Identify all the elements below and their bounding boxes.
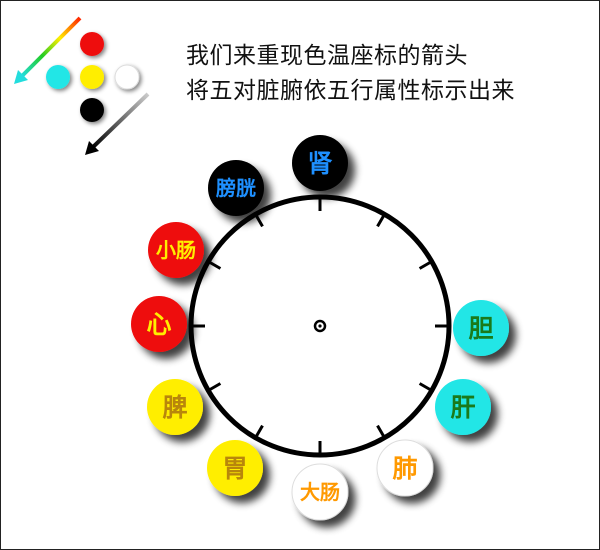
organ-label: 膀胱 [215,176,256,200]
organ-circle [453,300,509,356]
organ-node-water: 膀胱 [208,160,264,216]
organ-circle [208,160,264,216]
organ-node-fire: 心 [131,296,187,352]
legend-dot-white [114,64,140,90]
organ-node-earth: 胃 [207,440,263,496]
clock-tick [418,260,433,270]
organ-node-water: 肾 [292,135,348,191]
organ-circle [376,439,434,497]
organ-circle [291,463,349,521]
organ-node-wood: 胆 [453,300,509,356]
clock-tick [207,382,222,392]
organ-circle [435,379,491,435]
legend-dot-red [80,32,104,56]
organ-label: 脾 [162,393,187,422]
clock-tick [376,213,386,228]
clock-tick [376,424,386,439]
organ-node-earth: 脾 [147,379,203,435]
organ-label: 小肠 [156,238,196,262]
legend-dot-black [80,98,104,122]
organ-label: 大肠 [300,480,340,504]
clock-tick [254,424,264,439]
organ-label: 肾 [307,149,332,178]
legend-dots [46,32,140,122]
clock-tick [418,382,433,392]
organ-node-wood: 肝 [435,379,491,435]
legend-dot-cyan [46,65,70,89]
organ-node-metal: 大肠 [291,463,349,521]
organ-label: 肺 [392,454,417,483]
organ-node-fire: 小肠 [148,222,204,278]
organ-circle [292,135,348,191]
organ-circle [148,222,204,278]
dark-temperature-arrow [85,92,150,155]
organ-node-metal: 肺 [376,439,434,497]
clock-tick [254,213,264,228]
organ-circle [147,379,203,435]
title-line-2: 将五对脏腑依五行属性标示出来 [186,78,515,104]
organ-circle [207,440,263,496]
organ-label: 心 [146,310,171,339]
organ-label: 胃 [222,454,247,483]
organ-label: 肝 [450,393,475,422]
organ-circle [131,296,187,352]
title-line-1: 我们来重现色温座标的箭头 [186,43,468,69]
clock-ticks [191,197,449,455]
clock-center-dot [318,324,322,328]
organ-label: 胆 [468,314,493,343]
clock-tick [207,260,222,270]
legend-dot-yellow [80,65,104,89]
color-temperature-arrow [14,16,82,84]
